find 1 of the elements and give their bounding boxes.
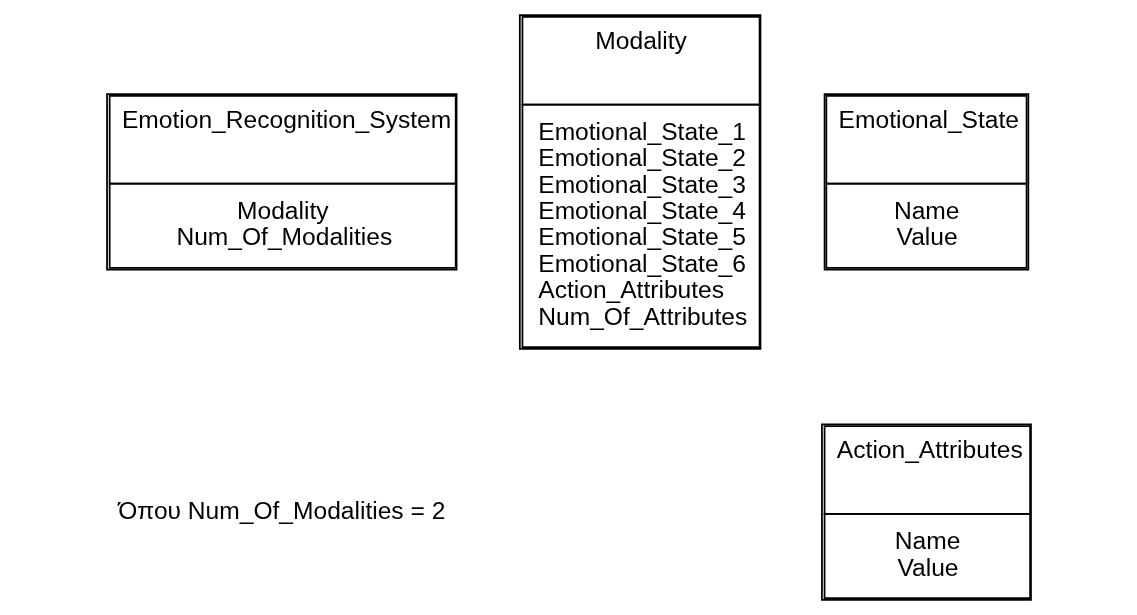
label: Όπου Num_Of_Modalities = 2 [117,496,445,524]
